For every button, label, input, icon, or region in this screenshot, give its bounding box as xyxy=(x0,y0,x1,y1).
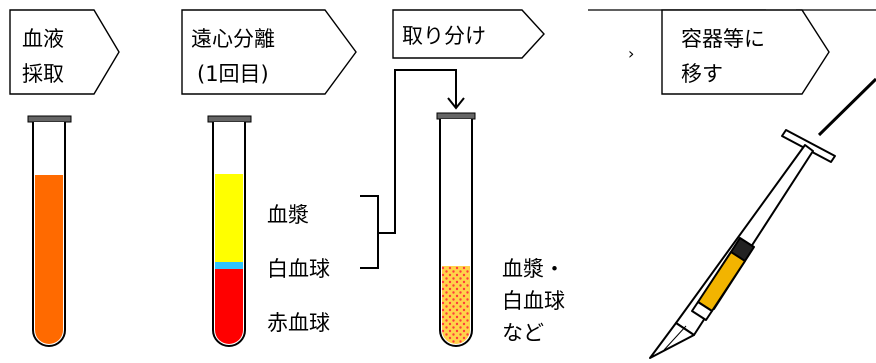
collected-label-line-1: 血漿・ xyxy=(502,257,565,281)
collected-fill xyxy=(442,266,470,344)
step-blood-collection-line-1: 血液 xyxy=(22,27,64,51)
plasma-layer xyxy=(215,174,243,262)
tube-whole-blood xyxy=(27,115,72,347)
tube-centrifuged xyxy=(207,115,252,347)
step-separation: 取り分け xyxy=(392,9,545,59)
buffy-coat-layer xyxy=(215,262,243,269)
step-transfer-line-1: 容器等に xyxy=(681,27,765,51)
step-centrifugation-line-1: 遠心分離 xyxy=(191,27,275,51)
transfer-connector xyxy=(360,69,465,269)
whole-blood-fill xyxy=(35,175,63,344)
label-plasma: 血漿 xyxy=(267,203,309,227)
collected-label-line-3: など xyxy=(502,321,544,345)
syringe xyxy=(649,77,876,359)
red-cell-layer xyxy=(215,269,243,344)
step-centrifugation: 遠心分離 (1回目) xyxy=(181,9,357,95)
step-separation-line-1: 取り分け xyxy=(402,24,486,48)
step-centrifugation-line-2: (1回目) xyxy=(197,62,269,86)
collected-label-line-2: 白血球 xyxy=(502,289,565,313)
label-red-blood-cells: 赤血球 xyxy=(267,311,330,335)
label-white-blood-cells: 白血球 xyxy=(267,257,330,281)
step-transfer-line-2: 移す xyxy=(681,62,723,86)
small-mark: › xyxy=(628,44,634,63)
step-blood-collection-line-2: 採取 xyxy=(22,62,64,86)
step-blood-collection: 血液 採取 xyxy=(9,9,120,95)
tube-collected xyxy=(436,112,476,347)
step-transfer-to-container: 容器等に 移す xyxy=(661,9,830,95)
